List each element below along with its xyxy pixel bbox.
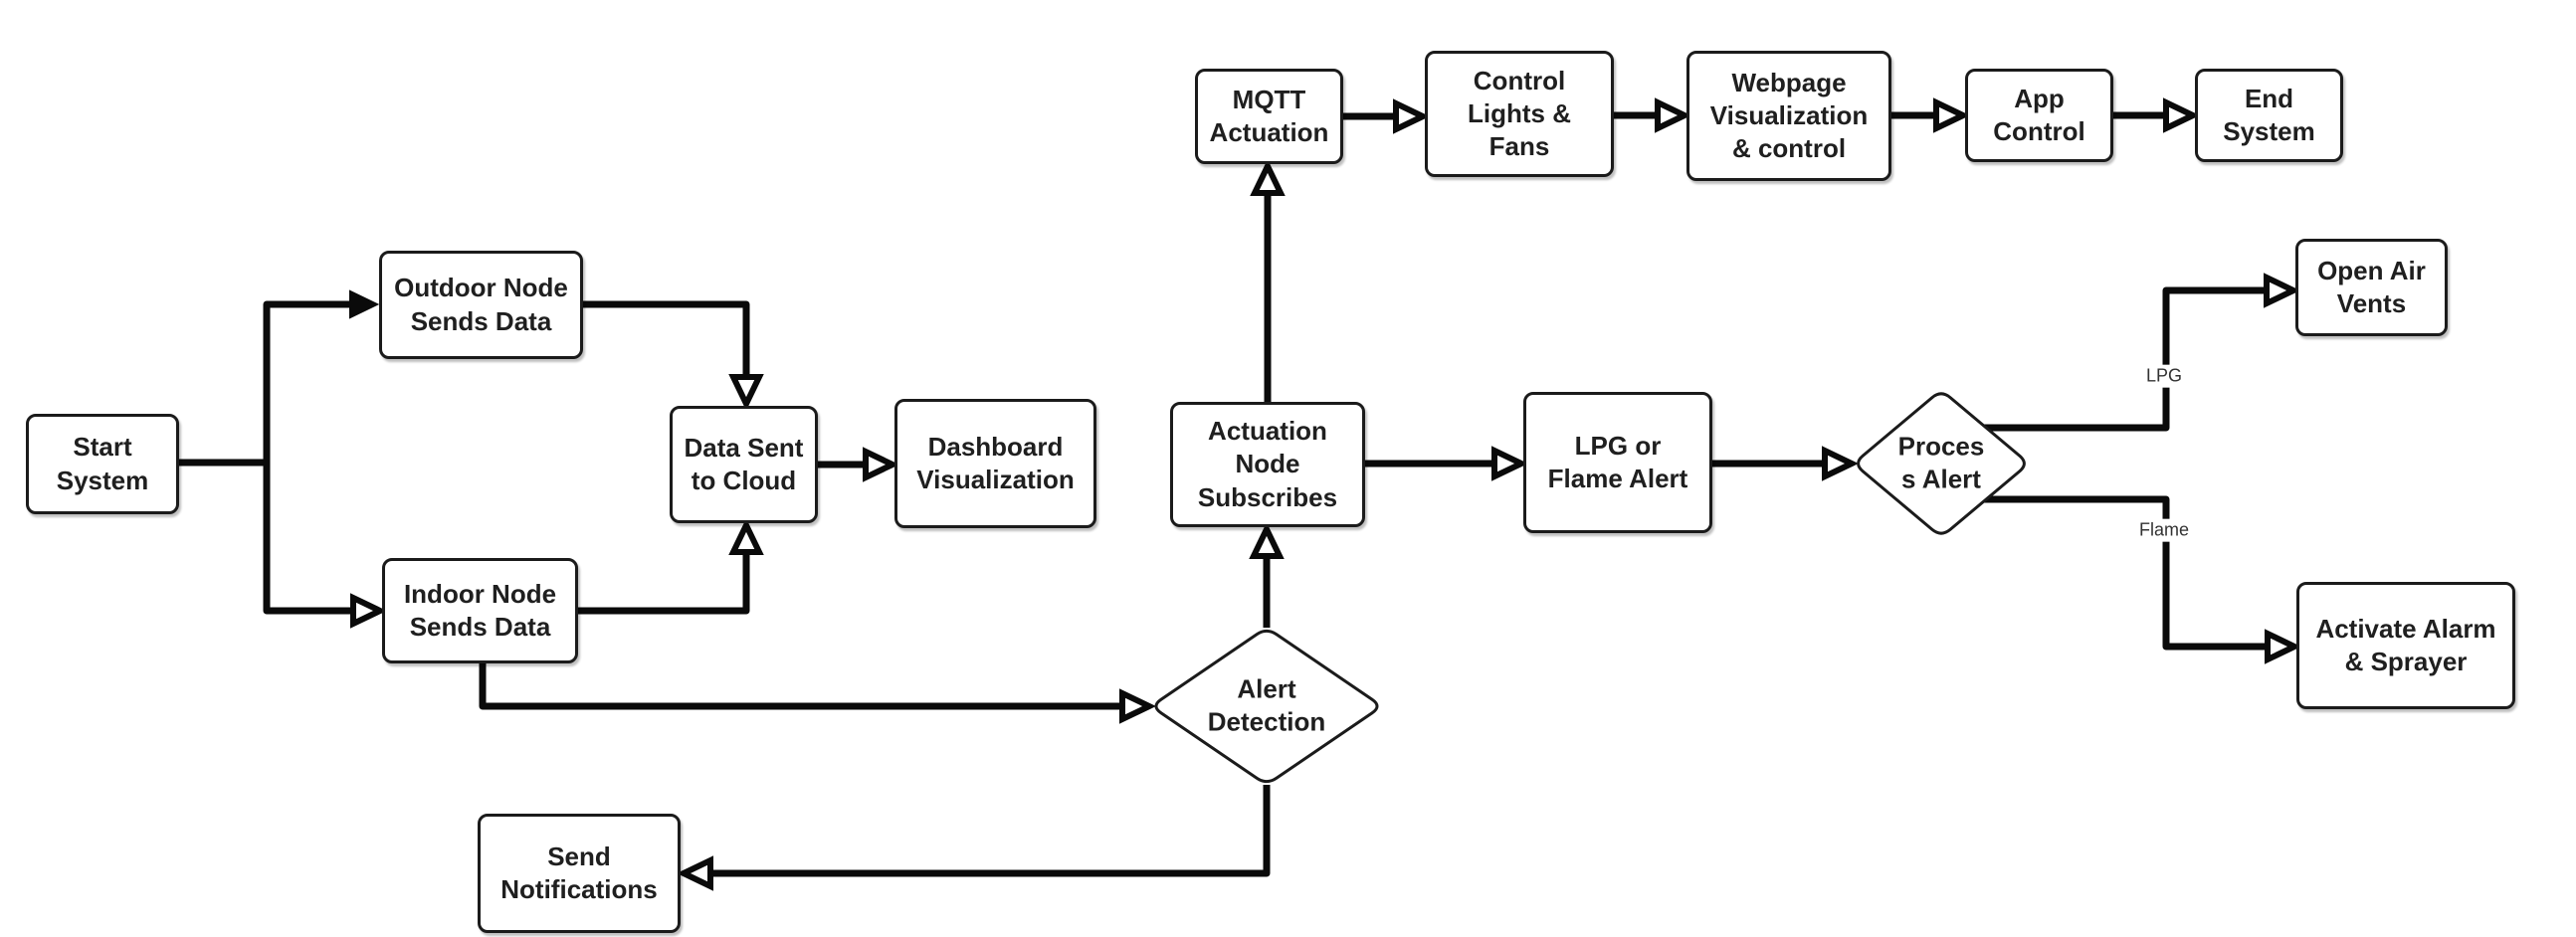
node-send-notifications-label: Send Notifications [500, 841, 658, 904]
node-indoor-node: Indoor Node Sends Data [382, 558, 578, 663]
node-control-lights: Control Lights & Fans [1425, 51, 1614, 177]
node-outdoor-node-label: Outdoor Node Sends Data [394, 273, 568, 336]
edge-start-indoor [179, 459, 353, 615]
node-end-system: End System [2195, 69, 2343, 162]
arrowhead-processalert-openvents-icon [2264, 273, 2300, 308]
edge-outdoor-cloud [583, 300, 750, 377]
arrowhead-start-indoor-icon [350, 593, 387, 629]
node-app-control: App Control [1965, 69, 2113, 162]
node-start: Start System [26, 414, 179, 514]
node-send-notifications: Send Notifications [478, 814, 681, 933]
arrowhead-start-outdoor-icon [349, 289, 380, 319]
node-lpg-flame-alert-label: LPG or Flame Alert [1547, 430, 1688, 493]
diamond-shapes-group [1154, 392, 2026, 784]
node-open-vents: Open Air Vents [2295, 239, 2448, 336]
node-data-cloud-label: Data Sent to Cloud [684, 432, 804, 495]
node-actuation-node-label: Actuation Node Subscribes [1197, 416, 1338, 512]
node-webpage-label: Webpage Visualization & control [1709, 67, 1869, 164]
node-actuation-node: Actuation Node Subscribes [1170, 402, 1365, 527]
edge-indoor-cloud [578, 552, 750, 615]
arrowhead-cloud-dashboard-icon [863, 447, 899, 482]
arrowhead-controllights-webpage-icon [1655, 97, 1691, 133]
arrowhead-alertdetect-notifications-icon [677, 855, 713, 891]
edge-alertdetect-notifications [710, 785, 1271, 877]
arrowhead-appcontrol-end-icon [2163, 97, 2200, 133]
arrowhead-outdoor-cloud-icon [728, 374, 764, 411]
node-webpage: Webpage Visualization & control [1686, 51, 1891, 181]
node-open-vents-label: Open Air Vents [2317, 255, 2426, 318]
arrowhead-indoor-alertdetect-icon [1119, 688, 1156, 724]
node-alert-detection-label: Alert Detection [1207, 673, 1326, 737]
edge-indoor-alertdetect [479, 663, 1122, 710]
node-activate-alarm: Activate Alarm & Sprayer [2296, 582, 2515, 709]
arrowhead-webpage-appcontrol-icon [1933, 97, 1970, 133]
node-dashboard-label: Dashboard Visualization [916, 431, 1075, 494]
node-end-system-label: End System [2223, 83, 2315, 146]
arrowhead-lpgalert-processalert-icon [1822, 446, 1859, 481]
node-activate-alarm-label: Activate Alarm & Sprayer [2315, 613, 2496, 676]
edge-label-processalert-openvents: LPG [2141, 364, 2187, 388]
node-mqtt: MQTT Actuation [1195, 69, 1343, 164]
edge-processalert-openvents [1984, 286, 2267, 432]
edge-label-processalert-activatealarm: Flame [2134, 518, 2194, 542]
node-control-lights-label: Control Lights & Fans [1468, 65, 1571, 162]
arrowhead-actuation-lpgalert-icon [1491, 446, 1528, 481]
node-indoor-node-label: Indoor Node Sends Data [403, 578, 557, 642]
node-start-label: Start System [56, 432, 149, 495]
arrowhead-alertdetect-actuation-icon [1249, 522, 1285, 559]
node-data-cloud: Data Sent to Cloud [670, 406, 818, 523]
node-lpg-flame-alert: LPG or Flame Alert [1523, 392, 1712, 533]
edge-start-outdoor [179, 300, 350, 467]
node-process-alert-shape [1857, 392, 2026, 535]
node-dashboard: Dashboard Visualization [894, 399, 1096, 528]
edge-processalert-activatealarm [1984, 495, 2268, 651]
arrowhead-actuation-mqtt-icon [1250, 159, 1286, 196]
node-mqtt-label: MQTT Actuation [1209, 84, 1329, 147]
arrowhead-processalert-activatealarm-icon [2265, 629, 2301, 664]
node-alert-detection-shape [1154, 629, 1379, 784]
node-outdoor-node: Outdoor Node Sends Data [379, 251, 583, 359]
arrowhead-indoor-cloud-icon [728, 518, 764, 555]
arrowhead-mqtt-controllights-icon [1393, 98, 1430, 134]
node-process-alert-label: Proces s Alert [1897, 431, 1985, 494]
edges-group [179, 97, 2301, 891]
node-app-control-label: App Control [1993, 83, 2085, 146]
